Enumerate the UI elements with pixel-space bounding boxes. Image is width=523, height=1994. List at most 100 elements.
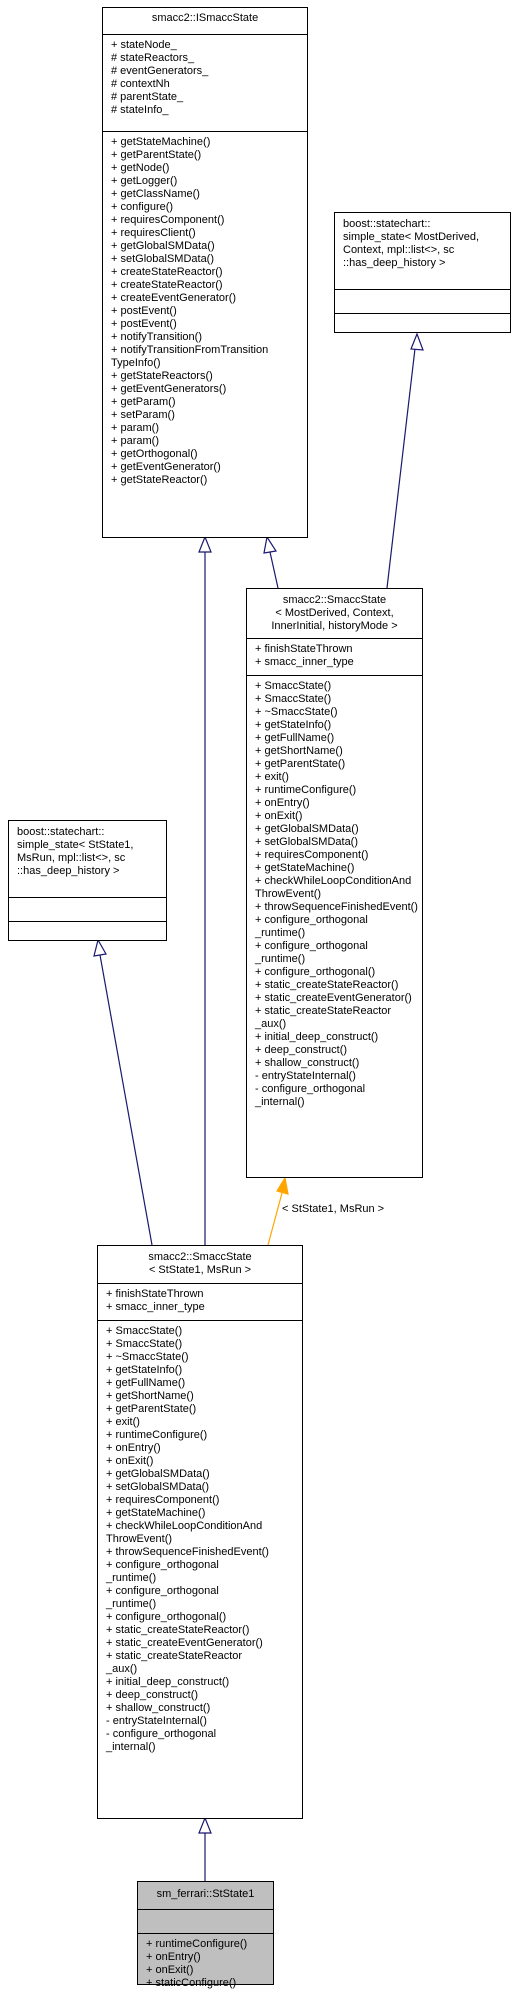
member-line: + ~SmaccState() bbox=[106, 1351, 189, 1363]
member-line: + shallow_construct() bbox=[255, 1057, 360, 1069]
attributes-section bbox=[335, 289, 510, 313]
member-line: + configure_orthogonal() bbox=[255, 966, 376, 978]
member-line: + getGlobalSMData() bbox=[106, 1468, 210, 1480]
methods-section: + runtimeConfigure()+ onEntry()+ onExit(… bbox=[138, 1933, 273, 1994]
edge-ismacc-to-smacc-template bbox=[269, 551, 279, 589]
member-line: + static_createStateReactor() bbox=[106, 1624, 250, 1636]
member-line: smacc2::ISmaccState bbox=[151, 12, 259, 24]
member-line: _aux() bbox=[106, 1663, 138, 1675]
attributes-section bbox=[9, 897, 166, 921]
member-line: + static_createEventGenerator() bbox=[106, 1637, 263, 1649]
member-line: + configure_orthogonal bbox=[106, 1559, 219, 1571]
member-line: + setGlobalSMData() bbox=[106, 1481, 210, 1493]
member-line: + onEntry() bbox=[146, 1951, 201, 1963]
class-ismaccstate[interactable]: smacc2::ISmaccState + stateNode_# stateR… bbox=[102, 7, 308, 538]
member-line: + getParentState() bbox=[106, 1403, 197, 1415]
class-ststate1[interactable]: sm_ferrari::StState1 + runtimeConfigure(… bbox=[137, 1881, 274, 1989]
member-line: + setParam() bbox=[111, 409, 175, 421]
methods-section: + SmaccState()+ SmaccState()+ ~SmaccStat… bbox=[98, 1320, 302, 1758]
member-line: + exit() bbox=[106, 1416, 140, 1428]
member-line: + getParentState() bbox=[111, 149, 202, 161]
attributes-section: + finishStateThrown+ smacc_inner_type bbox=[247, 638, 422, 675]
member-line: ThrowEvent() bbox=[255, 888, 322, 900]
member-line: + getParentState() bbox=[255, 758, 346, 770]
template-binding-label: < StState1, MsRun > bbox=[282, 1203, 385, 1215]
member-line: _runtime() bbox=[255, 927, 306, 939]
arrowhead-ismacc-right bbox=[263, 535, 277, 554]
member-line: + throwSequenceFinishedEvent() bbox=[106, 1546, 269, 1558]
member-line: + finishStateThrown bbox=[255, 643, 353, 655]
member-line: + initial_deep_construct() bbox=[255, 1031, 379, 1043]
member-line: ::has_deep_history > bbox=[17, 865, 120, 877]
member-line: + requiresComponent() bbox=[106, 1494, 220, 1506]
member-line: + getStateReactor() bbox=[111, 474, 208, 486]
methods-section bbox=[335, 313, 510, 338]
member-line: + runtimeConfigure() bbox=[255, 784, 357, 796]
member-line: + checkWhileLoopConditionAnd bbox=[106, 1520, 263, 1532]
member-line: + getOrthogonal() bbox=[111, 448, 198, 460]
member-line: + stateNode_ bbox=[111, 39, 177, 51]
member-line: # contextNh bbox=[111, 78, 170, 90]
member-line: + getStateInfo() bbox=[255, 719, 332, 731]
member-line: MsRun, mpl::list<>, sc bbox=[17, 852, 126, 864]
member-line: + getParam() bbox=[111, 396, 176, 408]
member-line: + getNode() bbox=[111, 162, 170, 174]
member-line: + exit() bbox=[255, 771, 289, 783]
member-line: _runtime() bbox=[255, 953, 306, 965]
member-line: _internal() bbox=[106, 1741, 156, 1753]
member-line: + SmaccState() bbox=[255, 693, 332, 705]
member-line: + setGlobalSMData() bbox=[255, 836, 359, 848]
member-line: + ~SmaccState() bbox=[255, 706, 338, 718]
member-line: + getShortName() bbox=[106, 1390, 194, 1402]
member-line: ::has_deep_history > bbox=[343, 257, 446, 269]
class-title: boost::statechart::simple_state< StState… bbox=[9, 821, 166, 897]
member-line: + static_createEventGenerator() bbox=[255, 992, 412, 1004]
class-title: smacc2::SmaccState< MostDerived, Context… bbox=[247, 589, 422, 638]
member-line: smacc2::SmaccState bbox=[148, 1251, 252, 1263]
member-line: + setGlobalSMData() bbox=[111, 253, 215, 265]
member-line: + throwSequenceFinishedEvent() bbox=[255, 901, 418, 913]
member-line: - configure_orthogonal bbox=[255, 1083, 366, 1095]
member-line: Context, mpl::list<>, sc bbox=[343, 244, 455, 256]
class-smaccstate-template[interactable]: smacc2::SmaccState< MostDerived, Context… bbox=[246, 588, 423, 1178]
member-line: + getLogger() bbox=[111, 175, 178, 187]
class-smaccstate-ststate1[interactable]: smacc2::SmaccState< StState1, MsRun > + … bbox=[97, 1245, 303, 1819]
class-simple-state-ststate1[interactable]: boost::statechart::simple_state< StState… bbox=[8, 820, 167, 941]
member-line: + smacc_inner_type bbox=[255, 656, 354, 668]
member-line: + checkWhileLoopConditionAnd bbox=[255, 875, 412, 887]
member-line: + initial_deep_construct() bbox=[106, 1676, 230, 1688]
member-line: + onEntry() bbox=[106, 1442, 161, 1454]
member-line: + getStateReactors() bbox=[111, 370, 213, 382]
class-title: sm_ferrari::StState1 bbox=[138, 1882, 273, 1909]
member-line: + SmaccState() bbox=[106, 1338, 183, 1350]
attributes-section bbox=[138, 1909, 273, 1933]
member-line: # parentState_ bbox=[111, 91, 184, 103]
arrowhead-simplestate-ststate1 bbox=[93, 938, 107, 957]
member-line: + requiresComponent() bbox=[111, 214, 225, 226]
member-line: + static_createStateReactor bbox=[255, 1005, 392, 1017]
edge-simplestate-to-smacc-template bbox=[386, 339, 417, 589]
member-line: + static_createStateReactor bbox=[106, 1650, 243, 1662]
member-line: + onExit() bbox=[146, 1964, 194, 1976]
methods-section: + getStateMachine()+ getParentState()+ g… bbox=[103, 131, 307, 491]
member-line: + onEntry() bbox=[255, 797, 310, 809]
methods-section: + SmaccState()+ SmaccState()+ ~SmaccStat… bbox=[247, 675, 422, 1113]
member-line: + deep_construct() bbox=[255, 1044, 348, 1056]
member-line: + deep_construct() bbox=[106, 1689, 199, 1701]
member-line: + postEvent() bbox=[111, 318, 177, 330]
member-line: ThrowEvent() bbox=[106, 1533, 173, 1545]
member-line: + shallow_construct() bbox=[106, 1702, 211, 1714]
member-line: simple_state< StState1, bbox=[17, 839, 134, 851]
member-line: + requiresClient() bbox=[111, 227, 196, 239]
member-line: - entryStateInternal() bbox=[255, 1070, 356, 1082]
member-line: + getShortName() bbox=[255, 745, 343, 757]
member-line: + param() bbox=[111, 422, 159, 434]
methods-section bbox=[9, 921, 166, 946]
member-line: + getStateMachine() bbox=[111, 136, 211, 148]
member-line: < MostDerived, Context, bbox=[275, 607, 394, 619]
member-line: # stateInfo_ bbox=[111, 104, 169, 116]
arrowhead-smacc-ststate1 bbox=[198, 1816, 212, 1834]
class-simple-state-generic[interactable]: boost::statechart::simple_state< MostDer… bbox=[334, 212, 511, 333]
member-line: + configure_orthogonal bbox=[255, 940, 368, 952]
member-line: + getStateMachine() bbox=[255, 862, 355, 874]
